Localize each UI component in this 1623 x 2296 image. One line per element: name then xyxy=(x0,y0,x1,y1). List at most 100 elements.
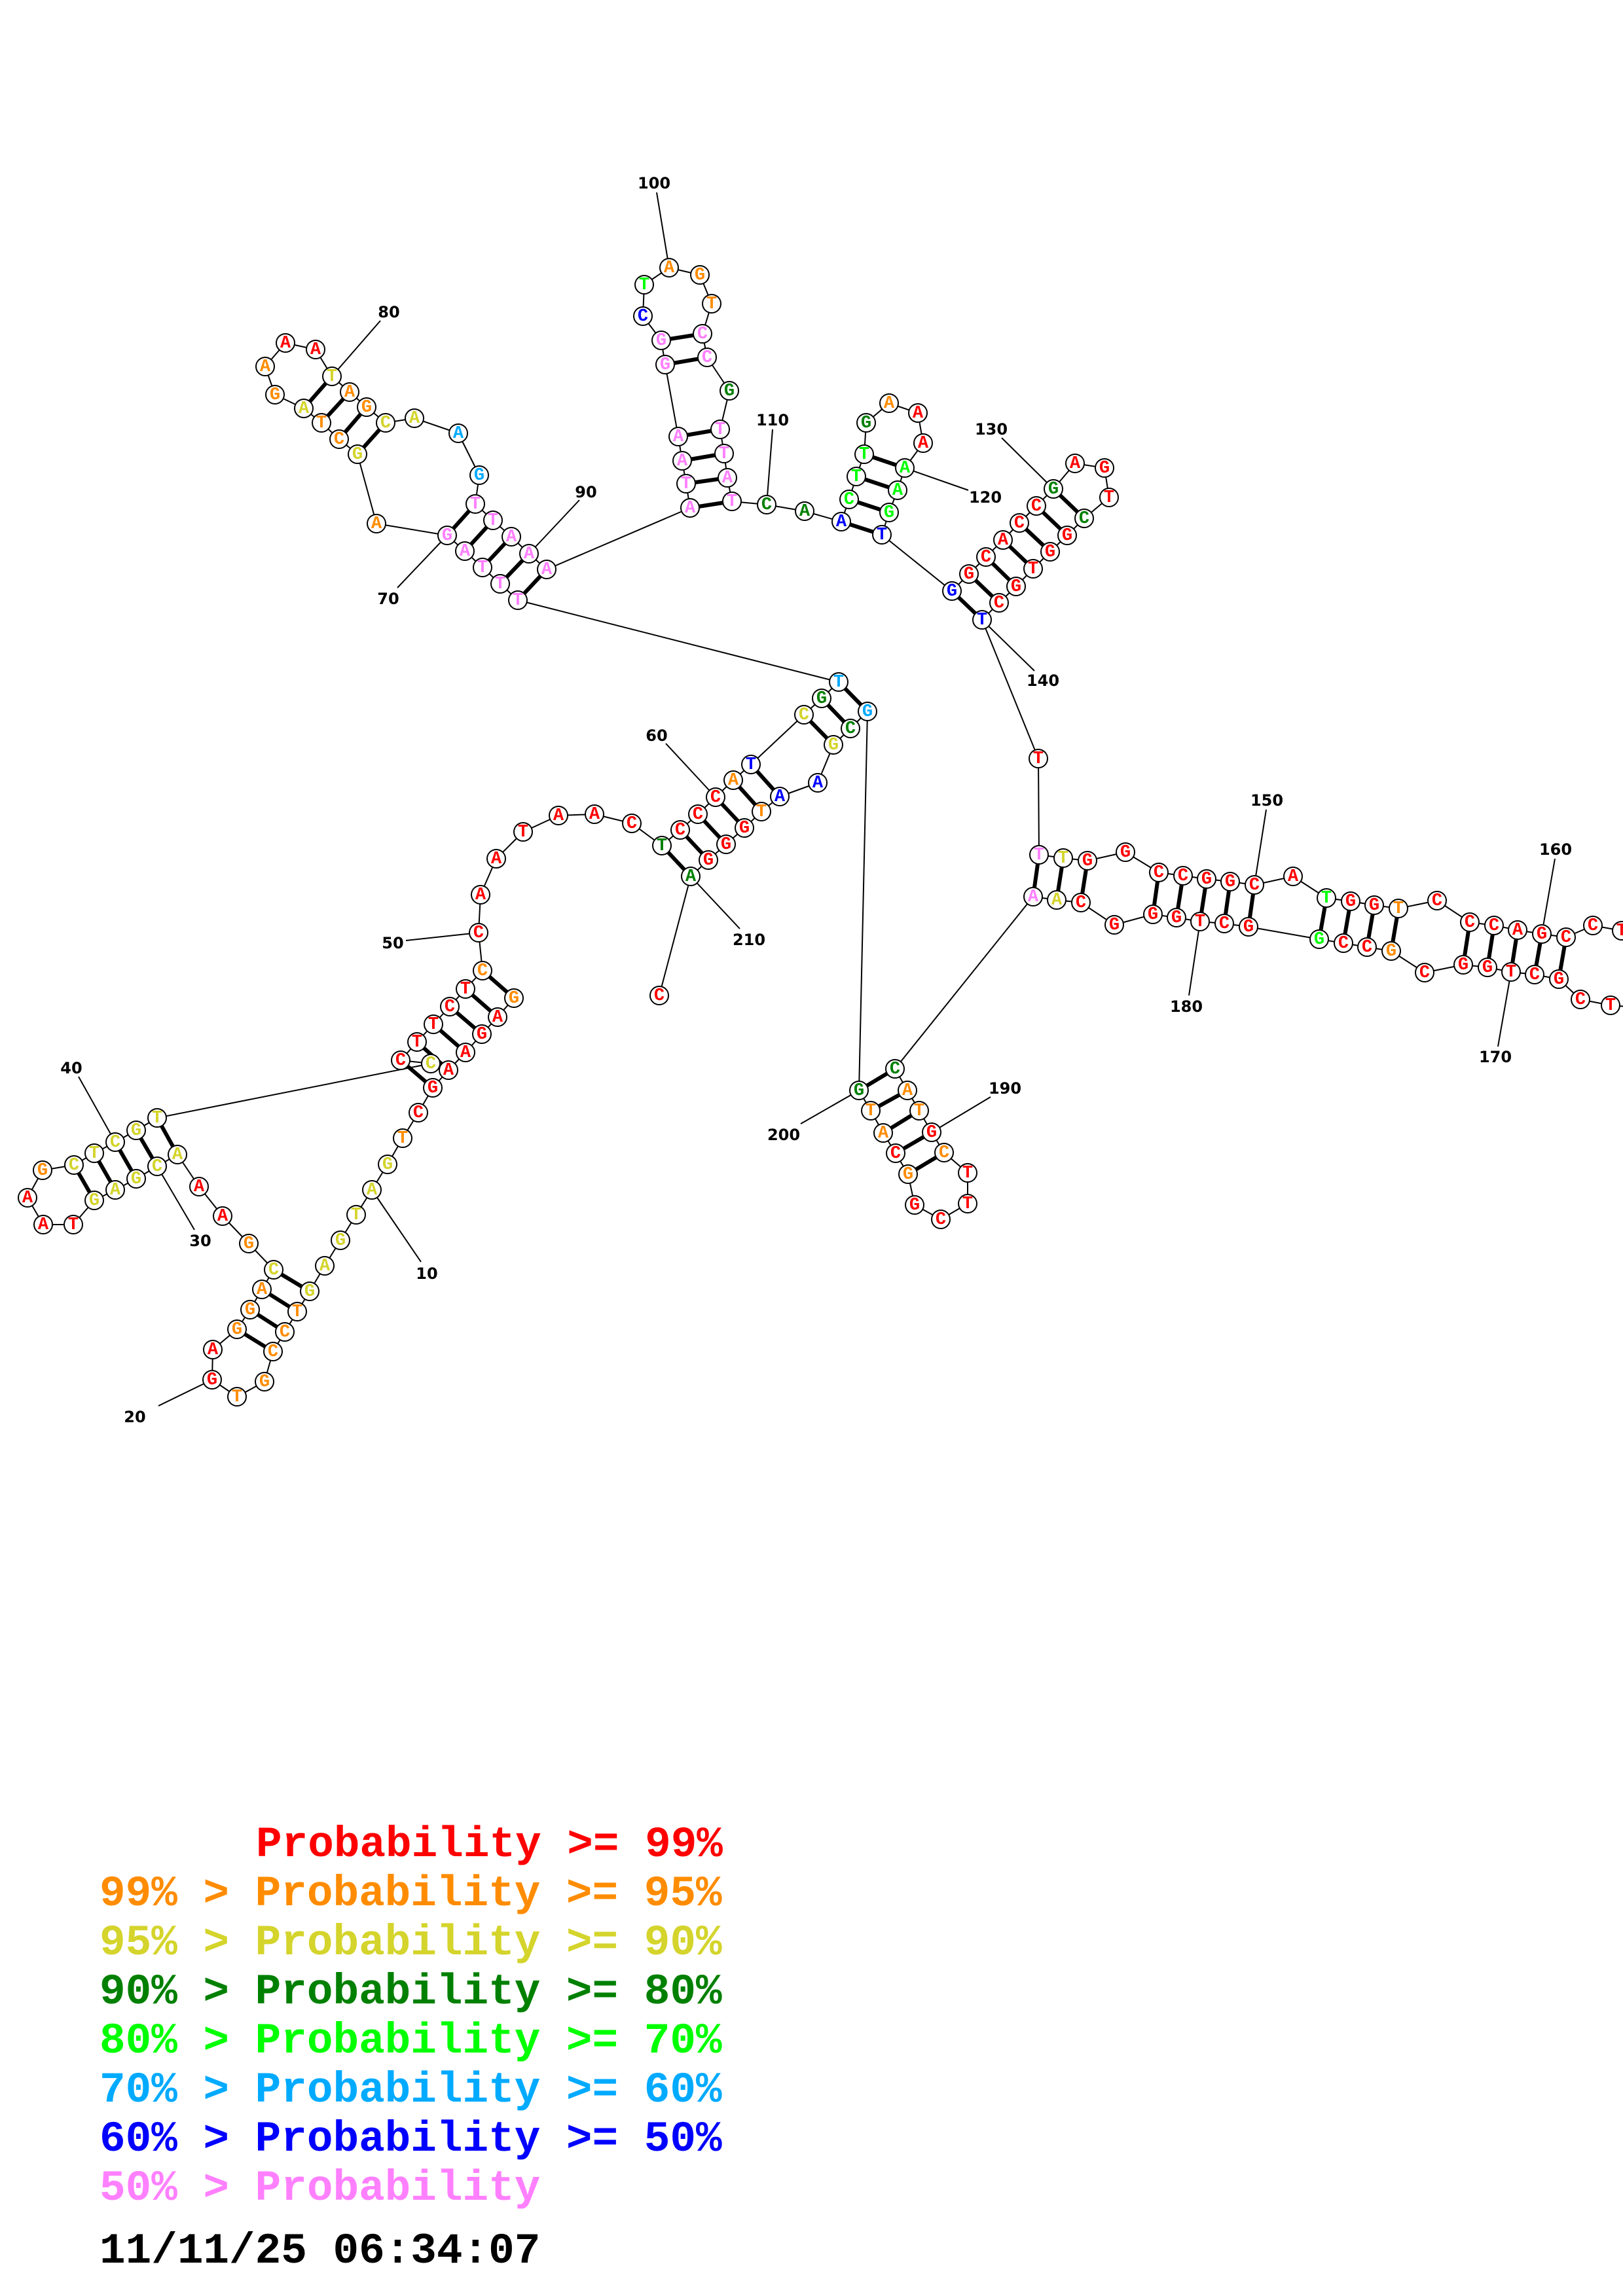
nucleotide-circle xyxy=(1478,958,1497,977)
label-leader-line xyxy=(981,619,1035,672)
nucleotide-circle xyxy=(720,381,739,401)
nucleotide-circle xyxy=(856,413,876,433)
nucleotide: A xyxy=(294,399,314,419)
nucleotide: A xyxy=(831,512,851,532)
backbone xyxy=(27,267,1623,1397)
nucleotide-letter: T xyxy=(460,980,471,999)
label-leader-line xyxy=(1188,921,1201,996)
nucleotide-letter: T xyxy=(639,276,649,295)
nucleotide: G xyxy=(905,1195,924,1215)
nucleotide-circle xyxy=(858,702,877,721)
nucleotide: G xyxy=(255,1372,274,1392)
nucleotide-circle xyxy=(473,558,492,577)
nucleotide-letter: G xyxy=(244,1234,254,1254)
nucleotide: G xyxy=(126,1169,146,1189)
nucleotide-circle xyxy=(585,804,604,824)
nucleotide: A xyxy=(770,787,790,807)
nucleotide: A xyxy=(681,867,701,887)
nucleotide-letter: A xyxy=(1070,454,1081,474)
nucleotide-circle xyxy=(346,1205,366,1225)
nucleotide-letter: G xyxy=(721,835,731,855)
nucleotide: G xyxy=(300,1282,319,1302)
nucleotide-letter: G xyxy=(477,1025,487,1045)
nucleotide-letter: C xyxy=(1219,914,1230,934)
nucleotide: C xyxy=(688,804,708,825)
nucleotide-circle xyxy=(886,1143,905,1163)
nucleotide-circle xyxy=(1389,899,1408,918)
nucleotide-circle xyxy=(1549,969,1569,989)
nucleotide: T xyxy=(508,590,528,611)
nucleotide: A xyxy=(898,1081,917,1101)
nucleotide-letter: A xyxy=(506,528,517,547)
nucleotide-circle xyxy=(421,1054,441,1073)
nucleotide: C xyxy=(633,306,653,327)
backbone-segment xyxy=(894,896,1034,1069)
nucleotide: G xyxy=(265,385,285,405)
nucleotide-letter: C xyxy=(1076,893,1086,913)
position-label: 70 xyxy=(377,590,399,608)
nucleotide-letter: T xyxy=(746,755,756,775)
legend-line-4: 90% > Probability >= 80% xyxy=(100,1967,722,2017)
nucleotide-circle xyxy=(357,397,376,417)
nucleotide-letter: A xyxy=(344,383,356,403)
nucleotide-letter: G xyxy=(361,398,372,418)
nucleotide-circle xyxy=(1508,920,1527,940)
nucleotide: G xyxy=(1143,905,1163,925)
nucleotide: A xyxy=(723,770,743,791)
nucleotide-letter: G xyxy=(1537,925,1547,944)
nucleotide-circle xyxy=(879,503,899,522)
nucleotide-circle xyxy=(105,1132,125,1152)
nucleotide-letter: G xyxy=(1243,918,1254,937)
nucleotide: A xyxy=(276,333,295,353)
nucleotide-circle xyxy=(1220,872,1240,891)
nucleotide-letter: A xyxy=(453,424,464,444)
nucleotide-circle xyxy=(898,1164,918,1184)
nucleotide-circle xyxy=(873,1123,893,1143)
nucleotide: A xyxy=(718,468,737,488)
nucleotide-letter: T xyxy=(715,420,725,440)
nucleotide: C xyxy=(622,814,642,834)
nucleotide-circle xyxy=(1029,845,1049,865)
nucleotide-letter: C xyxy=(654,986,665,1006)
nucleotide: C xyxy=(376,413,395,433)
nucleotide-letter: T xyxy=(851,467,862,487)
nucleotide-circle xyxy=(1047,890,1067,910)
nucleotide-letter: G xyxy=(259,1372,270,1392)
nucleotide-letter: T xyxy=(470,495,481,514)
nucleotide-circle xyxy=(655,355,675,374)
nucleotide: C xyxy=(275,1322,295,1342)
label-leader-line xyxy=(397,535,448,588)
legend-line-5: 80% > Probability >= 70% xyxy=(100,2017,722,2066)
legend-line-8: 50% > Probability xyxy=(100,2164,540,2213)
nucleotide: T xyxy=(829,672,848,692)
nucleotide: A xyxy=(879,393,899,414)
nucleotide-letter: A xyxy=(878,1124,889,1143)
nucleotide-letter: A xyxy=(812,774,824,793)
nucleotide: C xyxy=(670,820,690,840)
nucleotide: A xyxy=(1283,867,1303,887)
nucleotide-circle xyxy=(549,806,568,825)
nucleotide-circle xyxy=(1190,912,1210,931)
nucleotide-letter: T xyxy=(327,367,337,387)
nucleotide: A xyxy=(471,885,490,905)
nucleotide-letter: C xyxy=(994,594,1004,613)
nucleotide-circle xyxy=(202,1370,222,1390)
label-leader-line xyxy=(904,467,969,491)
nucleotide-circle xyxy=(105,1180,125,1200)
nucleotide: G xyxy=(1116,842,1135,863)
nucleotide-letter: A xyxy=(310,340,321,360)
nucleotide-circle xyxy=(829,672,848,692)
nucleotide-letter: C xyxy=(280,1323,290,1342)
nucleotide-circle xyxy=(1427,891,1447,910)
nucleotide-circle xyxy=(722,492,742,511)
nucleotide-letter: A xyxy=(541,560,553,580)
nucleotide-circle xyxy=(672,451,692,471)
backbone-segment xyxy=(665,364,679,437)
nucleotide: C xyxy=(1214,914,1234,934)
nucleotide: A xyxy=(672,451,692,471)
nucleotide-circle xyxy=(1040,542,1060,562)
nucleotide: A xyxy=(1065,454,1085,474)
nucleotide: G xyxy=(1197,869,1216,889)
nucleotide: T xyxy=(958,1194,977,1214)
nucleotide-letter: C xyxy=(1178,867,1188,886)
